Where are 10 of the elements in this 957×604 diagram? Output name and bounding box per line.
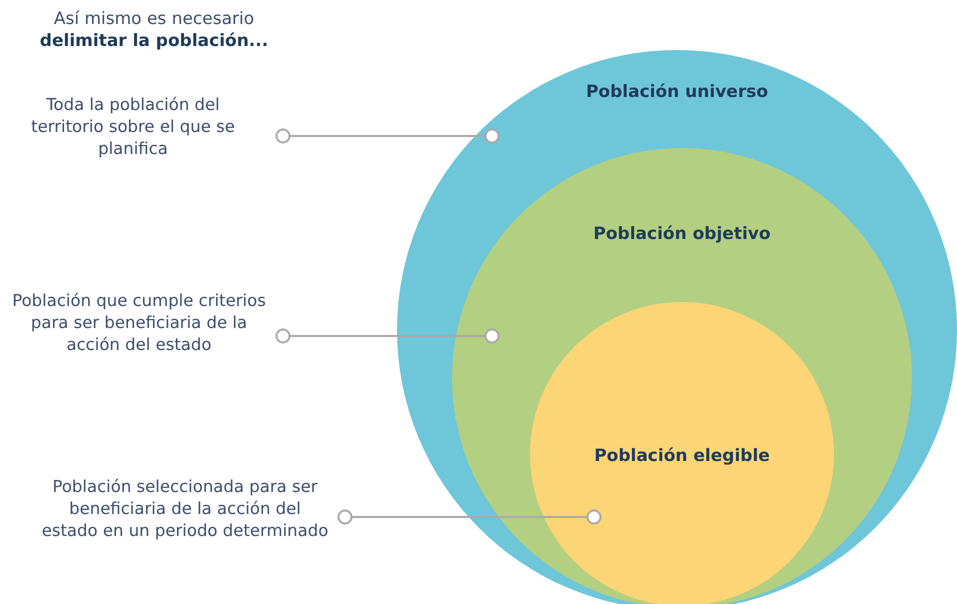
leader-line [276,128,500,144]
description-text: Toda la población del territorio sobre el que se planifica [8,94,258,160]
circle-label: Población universo [586,82,768,102]
circle-label: Población elegible [594,446,770,466]
description-text: Población que cumple criterios para ser beneficiaria de la acción del estado [8,290,270,356]
heading: Así mismo es necesario delimitar la población... [38,8,270,52]
leader-line [338,510,602,524]
description-text: Población seleccionada para ser beneficiaria de la acción del estado en un periodo determinado [40,476,330,542]
leader-line [276,328,500,344]
circle-label: Población objetivo [593,224,771,244]
